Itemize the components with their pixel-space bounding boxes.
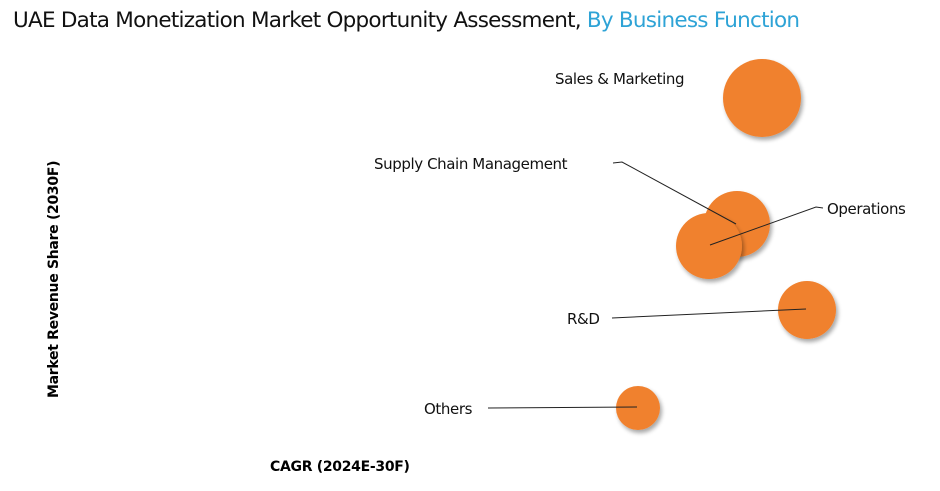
leader-line-others: [487, 406, 638, 409]
label-others: Others: [424, 400, 473, 418]
chart-title-sub: By Business Function: [586, 8, 800, 33]
bubble-rd: [778, 281, 836, 339]
bubble-operations: [676, 213, 742, 279]
bubble-sales-marketing: [723, 59, 801, 137]
label-sales-marketing: Sales & Marketing: [555, 70, 684, 88]
leader-line-operations: [709, 206, 824, 246]
leader-line-rd: [611, 308, 807, 319]
chart-title: UAE Data Monetization Market Opportunity…: [13, 8, 800, 33]
leader-line-supply-chain: [612, 161, 737, 225]
label-supply-chain: Supply Chain Management: [374, 155, 568, 173]
label-rd: R&D: [567, 310, 599, 328]
chart-title-main: UAE Data Monetization Market Opportunity…: [13, 8, 582, 33]
bubble-others: [616, 386, 660, 430]
y-axis-label: Market Revenue Share (2030F): [46, 161, 62, 398]
x-axis-label: CAGR (2024E-30F): [270, 459, 410, 475]
label-operations: Operations: [827, 200, 906, 218]
